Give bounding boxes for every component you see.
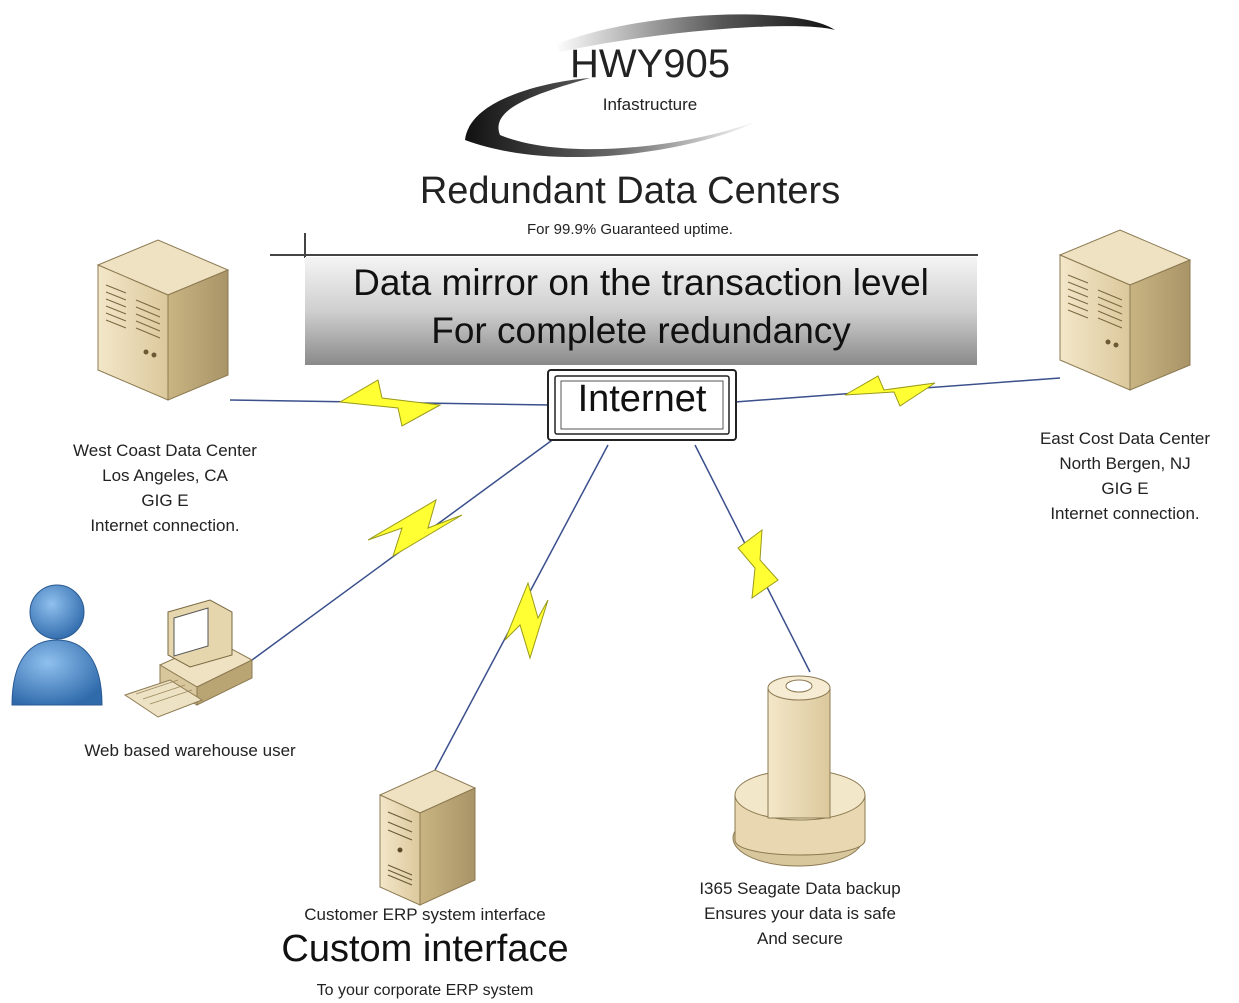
server-tower-icon bbox=[1058, 229, 1192, 391]
bolt-erp bbox=[504, 581, 549, 660]
workstation-icon bbox=[123, 599, 254, 718]
bolt-east bbox=[844, 375, 936, 407]
erp-subcaption: To your corporate ERP system bbox=[316, 982, 534, 999]
internet-label: Internet bbox=[577, 378, 707, 420]
server-icon bbox=[378, 769, 477, 906]
bolt-backup bbox=[737, 528, 779, 600]
page-subtitle: For 99.9% Guaranteed uptime. bbox=[527, 221, 733, 238]
server-tower-icon bbox=[96, 239, 230, 401]
erp-headline: Custom interface bbox=[281, 928, 569, 970]
logo-swoosh bbox=[465, 14, 835, 158]
west-data-center-caption: West Coast Data Center Los Angeles, CA G… bbox=[73, 441, 257, 535]
logo-title: HWY905 bbox=[569, 42, 731, 86]
user-icon bbox=[11, 584, 103, 706]
logo-subtitle: Infastructure bbox=[602, 95, 698, 114]
banner bbox=[270, 233, 978, 365]
banner-line-2: For complete redundancy bbox=[431, 310, 851, 351]
bolt-web-user bbox=[367, 498, 463, 558]
bolt-west bbox=[338, 379, 442, 427]
storage-tower-icon bbox=[732, 675, 866, 867]
internet-hub bbox=[547, 369, 737, 441]
erp-caption: Customer ERP system interface bbox=[304, 905, 546, 924]
backup-caption: I365 Seagate Data backup Ensures your da… bbox=[699, 879, 901, 948]
page-title: Redundant Data Centers bbox=[419, 170, 841, 212]
web-user-caption: Web based warehouse user bbox=[84, 741, 296, 760]
east-data-center-caption: East Cost Data Center North Bergen, NJ G… bbox=[1039, 429, 1211, 523]
banner-line-1: Data mirror on the transaction level bbox=[353, 262, 929, 303]
